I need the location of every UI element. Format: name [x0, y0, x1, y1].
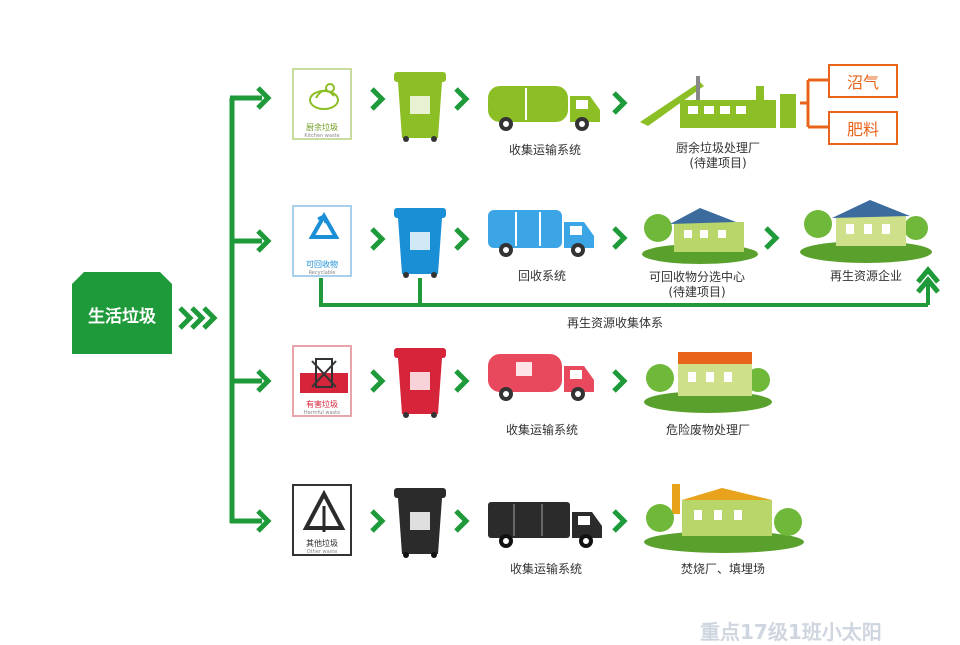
transport-other-label: 收集运输系统: [509, 562, 582, 576]
sign-kitchen-label: 厨余垃圾: [306, 123, 338, 132]
watermark: 重点17级1班小太阳: [700, 616, 882, 645]
truck-other: [488, 502, 602, 548]
sign-hazardous-sub: Harmful waste: [303, 410, 341, 416]
transport-hazardous-label: 收集运输系统: [505, 423, 578, 437]
final-recyclable-label: 再生资源企业: [829, 269, 902, 283]
output-biogas: 沼气: [828, 64, 898, 98]
enterprise-recyclable: [800, 200, 932, 263]
transport-kitchen-label: 收集运输系统: [508, 143, 581, 157]
sign-other: 其他垃圾 Other waste: [292, 484, 352, 556]
recycle-icon: [308, 211, 340, 239]
watermark-text: 重点17级1班小太阳: [700, 620, 882, 644]
facility-recyclable: [642, 208, 758, 264]
facility-other: [644, 484, 804, 553]
sign-other-label: 其他垃圾: [306, 539, 338, 548]
facility-kitchen-label-1: 厨余垃圾处理厂: [675, 141, 760, 155]
root-domestic-waste: 生活垃圾: [72, 272, 172, 354]
facility-recyclable-label-2: (待建项目): [668, 285, 726, 299]
sign-hazardous-label: 有害垃圾: [306, 400, 338, 409]
sign-hazardous: 有害垃圾 Harmful waste: [292, 345, 352, 417]
facility-recyclable-label-1: 可回收物分选中心: [648, 270, 745, 284]
other-waste-icon: [302, 489, 346, 532]
bin-other: [394, 488, 446, 558]
sign-recyclable-sub: Recyclable: [308, 270, 336, 276]
root-label: 生活垃圾: [88, 307, 156, 327]
truck-hazardous: [488, 354, 594, 401]
facility-hazardous: [644, 352, 772, 413]
truck-kitchen: [488, 86, 600, 131]
bin-kitchen: [394, 72, 446, 142]
bin-recyclable: [394, 208, 446, 278]
sign-kitchen-waste: 厨余垃圾 Kitchen waste: [292, 68, 352, 140]
truck-recyclable: [488, 210, 594, 257]
transport-recyclable-label: 回收系统: [517, 269, 566, 283]
output-fertilizer: 肥料: [828, 111, 898, 145]
sign-other-sub: Other waste: [306, 549, 338, 555]
bin-hazardous: [394, 348, 446, 418]
root-house-shape: [72, 272, 172, 354]
facility-kitchen-label-2: (待建项目): [689, 156, 747, 170]
facility-other-label: 焚烧厂、填埋场: [680, 562, 765, 576]
loop-recyclable-label: 再生资源收集体系: [566, 316, 663, 330]
facility-kitchen: [640, 76, 796, 128]
sign-recyclable: 可回收物 Recyclable: [292, 205, 352, 277]
facility-hazardous-label: 危险废物处理厂: [665, 423, 750, 437]
hazard-icon: [300, 358, 348, 393]
food-waste-icon: [309, 83, 339, 110]
sign-kitchen-sub: Kitchen waste: [304, 133, 340, 139]
sign-recyclable-label: 可回收物: [306, 260, 338, 269]
